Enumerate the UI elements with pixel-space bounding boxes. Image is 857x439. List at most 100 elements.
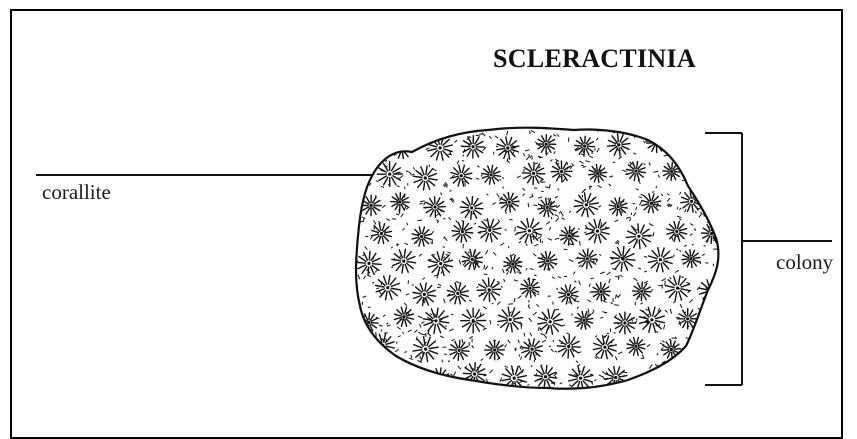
surface-texture-mark: [446, 255, 448, 256]
surface-texture-mark: [662, 378, 663, 381]
surface-texture-mark: [524, 333, 525, 337]
surface-texture-mark: [500, 179, 501, 181]
surface-texture-mark: [694, 139, 696, 143]
surface-texture-mark: [708, 362, 710, 364]
surface-texture-mark: [669, 382, 673, 384]
surface-texture-mark: [418, 220, 423, 221]
surface-texture-mark: [703, 161, 707, 163]
surface-texture-mark: [572, 314, 573, 316]
surface-texture-mark: [701, 134, 702, 138]
surface-texture-mark: [381, 355, 383, 358]
surface-texture-mark: [415, 141, 420, 142]
surface-texture-mark: [444, 237, 445, 239]
surface-texture-mark: [702, 129, 704, 131]
surface-texture-mark: [719, 186, 720, 189]
surface-texture-mark: [412, 285, 414, 286]
surface-texture-mark: [360, 136, 361, 140]
surface-texture-mark: [705, 311, 708, 313]
surface-texture-mark: [438, 376, 439, 379]
surface-texture-mark: [417, 390, 418, 395]
surface-texture-mark: [712, 324, 716, 325]
surface-texture-mark: [714, 313, 716, 316]
surface-texture-mark: [424, 380, 428, 383]
surface-texture-mark: [704, 213, 705, 217]
corallite: [352, 134, 377, 159]
surface-texture-mark: [410, 371, 414, 372]
surface-texture-mark: [437, 388, 440, 391]
surface-texture-mark: [383, 364, 385, 368]
surface-texture-mark: [392, 219, 396, 220]
surface-texture-mark: [685, 145, 689, 147]
surface-texture-mark: [590, 185, 591, 189]
surface-texture-mark: [444, 354, 446, 355]
surface-texture-mark: [429, 165, 430, 167]
surface-texture-mark: [698, 172, 700, 174]
surface-texture-mark: [362, 130, 366, 131]
surface-texture-mark: [363, 218, 364, 221]
surface-texture-mark: [369, 133, 372, 134]
surface-texture-mark: [412, 129, 416, 131]
surface-texture-mark: [360, 192, 363, 193]
surface-texture-mark: [411, 355, 412, 358]
surface-texture-mark: [711, 184, 714, 186]
surface-texture-mark: [664, 155, 668, 156]
surface-texture-mark: [528, 203, 529, 207]
surface-texture-mark: [374, 129, 376, 130]
surface-texture-mark: [508, 304, 513, 305]
surface-texture-mark: [379, 143, 380, 146]
surface-texture-mark: [387, 380, 390, 382]
surface-texture-mark: [362, 302, 363, 305]
surface-texture-mark: [383, 363, 385, 364]
surface-texture-mark: [454, 380, 455, 383]
surface-texture-mark: [366, 349, 370, 351]
surface-texture-mark: [503, 187, 504, 189]
surface-texture-mark: [355, 354, 358, 355]
surface-texture-mark: [590, 390, 593, 392]
surface-texture-mark: [704, 196, 708, 198]
surface-texture-mark: [422, 373, 424, 376]
surface-texture-mark: [365, 139, 370, 140]
surface-texture-mark: [443, 218, 445, 219]
surface-texture-mark: [702, 326, 705, 327]
surface-texture-mark: [527, 385, 529, 386]
surface-texture-mark: [691, 353, 694, 356]
corallite: [355, 364, 378, 387]
surface-texture-mark: [708, 169, 709, 172]
surface-texture-mark: [700, 335, 701, 337]
surface-texture-mark: [367, 179, 369, 180]
surface-texture-mark: [696, 129, 697, 132]
surface-texture-mark: [677, 207, 678, 209]
surface-texture-mark: [695, 228, 696, 231]
surface-texture-mark: [383, 359, 385, 360]
surface-texture-mark: [677, 162, 680, 163]
surface-texture-mark: [715, 136, 718, 138]
surface-texture-mark: [695, 382, 697, 384]
surface-texture-mark: [366, 360, 370, 361]
surface-texture-mark: [361, 169, 364, 172]
colony-bracket: [705, 133, 832, 385]
surface-texture-mark: [711, 175, 713, 176]
surface-texture-mark: [469, 342, 470, 346]
surface-texture-mark: [679, 376, 681, 381]
surface-texture-mark: [637, 389, 639, 392]
surface-texture-mark: [683, 169, 684, 172]
surface-texture-mark: [466, 384, 467, 386]
surface-texture-mark: [359, 335, 361, 336]
surface-texture-mark: [693, 383, 694, 386]
surface-texture-mark: [656, 386, 658, 388]
surface-texture-mark: [362, 367, 366, 368]
surface-texture-mark: [712, 215, 715, 216]
surface-texture-mark: [709, 380, 714, 382]
surface-texture-mark: [354, 327, 357, 328]
surface-texture-mark: [409, 132, 413, 135]
surface-texture-mark: [691, 162, 693, 166]
surface-texture-mark: [619, 275, 620, 280]
surface-texture-mark: [674, 255, 675, 257]
surface-texture-mark: [382, 139, 386, 141]
surface-texture-mark: [712, 287, 714, 291]
surface-texture-mark: [690, 136, 691, 138]
surface-texture-mark: [555, 309, 559, 310]
surface-texture-mark: [681, 277, 683, 278]
surface-texture-mark: [677, 140, 678, 142]
surface-texture-mark: [708, 150, 710, 151]
